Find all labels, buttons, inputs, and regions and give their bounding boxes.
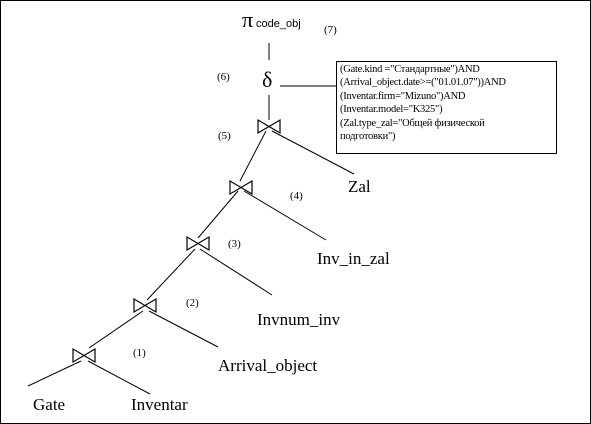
step-label-1: (1): [133, 347, 146, 359]
condition-line: (Arrival_object.date>=("01.01.07"))AND: [340, 77, 506, 89]
relation-gate: Gate: [33, 395, 65, 414]
edge-join4-join3: [197, 190, 239, 239]
condition-line: подготовки"): [340, 131, 396, 143]
projection-attribute: code_obj: [256, 18, 301, 30]
edge-join2-join1: [88, 310, 144, 349]
step-label-6: (6): [217, 71, 230, 83]
condition-line: (Gate.kind ="Стандартные")AND: [340, 64, 480, 75]
join-icon-4: [229, 179, 253, 196]
edge-join3-join2: [146, 248, 196, 301]
join-icon-3: [186, 235, 210, 252]
relation-invnum-inv: Invnum_inv: [257, 310, 341, 329]
join-icon-5: [257, 118, 281, 135]
edge-join5-join4: [239, 130, 267, 182]
relation-zal: Zal: [348, 177, 371, 196]
condition-line: (Inventar.firm="Mizuno")AND: [340, 90, 466, 102]
projection-symbol: π: [242, 7, 253, 32]
relation-inventar: Inventar: [131, 395, 188, 414]
join-icon-2: [133, 297, 157, 314]
condition-line: (Inventar.model="K325"): [340, 104, 443, 116]
join-icon-1: [72, 347, 96, 364]
edge-join4-invinzal: [243, 190, 327, 241]
edge-join1-gate: [27, 360, 82, 387]
step-label-7: (7): [324, 24, 337, 36]
selection-symbol: δ: [262, 67, 272, 92]
edge-join1-inventar: [87, 360, 151, 395]
edge-join5-zal: [271, 130, 355, 175]
edge-join2-arrival: [148, 310, 219, 348]
condition-line: (Zal.type_zal="Общей физической: [340, 117, 485, 129]
step-label-5: (5): [218, 130, 231, 142]
step-label-4: (4): [290, 190, 303, 202]
relation-inv-in-zal: Inv_in_zal: [317, 249, 390, 268]
selection-condition-box: (Gate.kind ="Стандартные")AND (Arrival_o…: [336, 61, 557, 154]
relation-arrival-object: Arrival_object: [218, 356, 317, 375]
edge-join3-invnuminv: [199, 248, 273, 296]
step-label-3: (3): [228, 238, 241, 250]
step-label-2: (2): [186, 297, 199, 309]
